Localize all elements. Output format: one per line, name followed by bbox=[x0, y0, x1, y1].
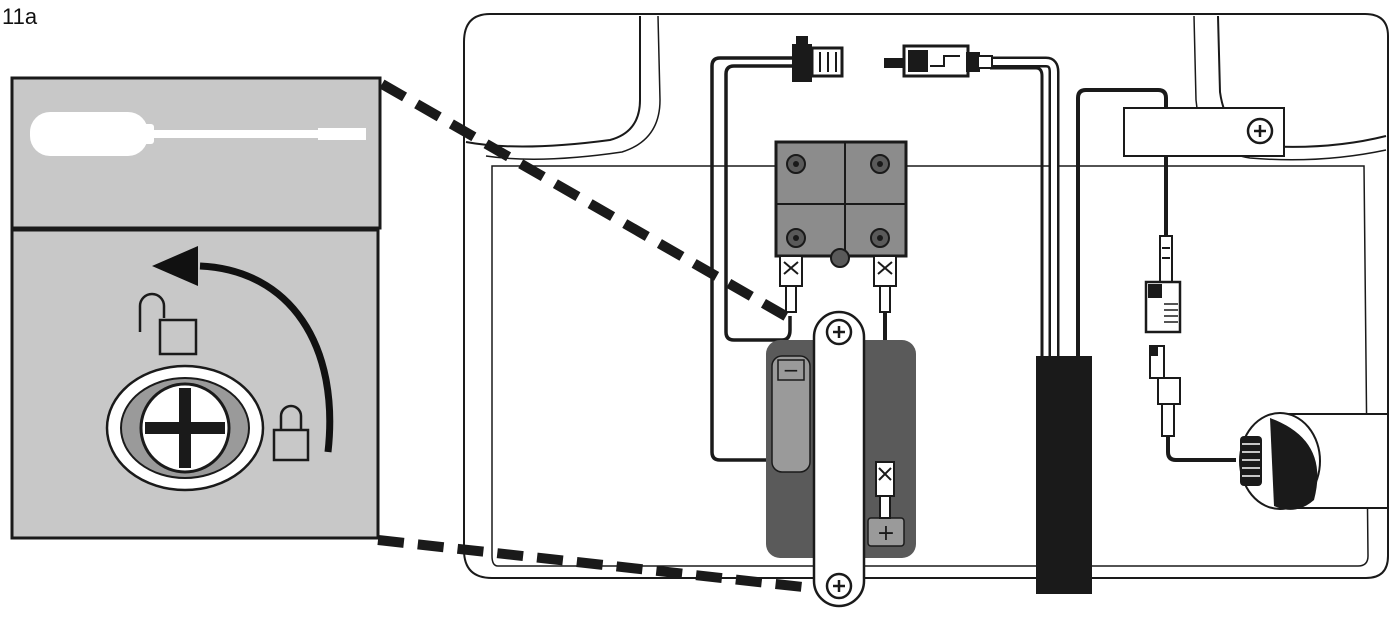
battery-negative-terminal bbox=[771, 355, 811, 473]
phillips-screw-icon bbox=[105, 364, 265, 492]
positive-lead-connector bbox=[875, 461, 895, 519]
battery-plus-symbol: + bbox=[877, 521, 895, 546]
plate-connector-left bbox=[779, 255, 803, 313]
locked-padlock-icon bbox=[272, 404, 310, 462]
zoom-inset bbox=[10, 76, 382, 540]
mounting-plate bbox=[774, 140, 908, 268]
strap-screw-icon bbox=[825, 318, 853, 600]
battery-retaining-strap bbox=[812, 310, 866, 608]
black-wire-left bbox=[710, 56, 792, 462]
rj-plug-lower bbox=[1149, 345, 1236, 462]
screwdriver-icon bbox=[30, 112, 366, 156]
black-wire-right bbox=[1076, 88, 1168, 360]
wire-connector-socket bbox=[884, 44, 993, 78]
counterclockwise-arrow-icon bbox=[152, 246, 334, 453]
zoom-indicator-lines bbox=[377, 79, 813, 593]
white-wire-pair bbox=[990, 56, 1060, 360]
cable-bracket bbox=[1123, 107, 1285, 157]
unlocked-padlock-icon bbox=[138, 292, 198, 356]
rj-cable bbox=[1144, 156, 1182, 334]
figure-label: 11a bbox=[2, 4, 38, 29]
cylinder-device bbox=[1239, 412, 1389, 510]
cable-sleeve bbox=[1036, 356, 1092, 594]
wire-connector-plug bbox=[792, 36, 844, 82]
battery-minus-symbol: − bbox=[783, 358, 800, 382]
